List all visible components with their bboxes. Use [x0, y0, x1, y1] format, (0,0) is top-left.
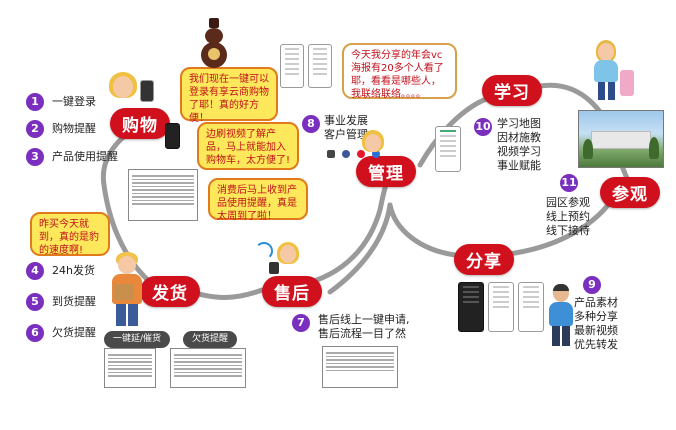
step-badge-6: 6 — [26, 324, 44, 342]
step-label-1: 一键登录 — [52, 95, 96, 108]
step-badge-10: 10 — [474, 118, 492, 136]
stage-learning: 学习 — [482, 75, 542, 106]
step-badge-4: 4 — [26, 262, 44, 280]
phone-learning — [435, 126, 461, 172]
phone-login-screenshot — [140, 80, 154, 102]
stage-shipping: 发货 — [140, 276, 200, 307]
campus-photo — [578, 110, 664, 168]
social-icons — [327, 143, 381, 162]
step-badge-8: 8 — [302, 115, 320, 133]
usage-reminder-doc — [128, 169, 198, 221]
weibo-icon — [357, 150, 366, 158]
step-badge-7: 7 — [292, 314, 310, 332]
shortage-message-doc — [170, 348, 246, 388]
step-label-11: 园区参观 线上预约 线下接待 — [546, 196, 590, 237]
signal-icon — [255, 242, 273, 260]
step-label-6: 欠货提醒 — [52, 326, 96, 339]
shortage-notice-doc — [104, 348, 156, 388]
step-label-8: 事业发展 客户管理 — [324, 114, 368, 141]
step-badge-1: 1 — [26, 93, 44, 111]
visitor-woman-figure — [590, 40, 636, 100]
urge-shipment-button[interactable]: 一键延/催货 — [104, 331, 171, 348]
suitcase-icon — [620, 70, 634, 96]
step-label-4: 24h发货 — [52, 264, 95, 277]
phone-share-2 — [488, 282, 514, 332]
shortage-reminder-button[interactable]: 欠货提醒 — [183, 331, 238, 348]
stage-shopping: 购物 — [110, 108, 170, 139]
aftersale-screenshot — [322, 346, 398, 388]
phone-share-3 — [518, 282, 544, 332]
phone-share-1 — [458, 282, 484, 332]
delivery-man-figure — [108, 252, 148, 328]
step-badge-11: 11 — [560, 174, 578, 192]
stage-management: 管理 — [356, 156, 416, 187]
step-label-10: 学习地图 因材施教 视频学习 事业赋能 — [497, 117, 541, 172]
step-label-9: 产品素材 多种分享 最新视频 优先转发 — [574, 296, 618, 351]
stage-share: 分享 — [454, 244, 514, 275]
aftersale-woman-figure — [255, 240, 305, 276]
bubble-reminder: 边刷视频了解产品，马上就能加入购物车，太方便了! — [197, 122, 299, 170]
manager-woman-figure — [362, 130, 386, 156]
bubble-usage: 消费后马上收到产品使用提醒，真是太周到了啦！ — [208, 178, 308, 222]
phone-video-screenshot — [165, 123, 180, 149]
step-badge-3: 3 — [26, 148, 44, 166]
bubble-login: 我们现在一键可以登录有享云商购物了耶！真的好方便！ — [180, 67, 278, 124]
shopper-woman-figure — [107, 72, 141, 108]
product-bottle-icon — [200, 18, 228, 68]
step-badge-5: 5 — [26, 293, 44, 311]
phone-mgmt-2 — [308, 44, 332, 88]
share-icon — [372, 150, 381, 158]
share-man-figure — [545, 284, 575, 348]
stage-aftersale: 售后 — [262, 276, 322, 307]
phone-mgmt-1 — [280, 44, 304, 88]
stage-visit: 参观 — [600, 177, 660, 208]
step-label-2: 购物提醒 — [52, 122, 96, 135]
facebook-icon — [342, 150, 351, 158]
step-label-7: 售后线上一键申请, 售后流程一目了然 — [318, 313, 410, 340]
bubble-annual: 今天我分享的年会vc海报有20多个人看了耶，看看是哪些人，我联络联络。。。。 — [342, 43, 457, 100]
camera-icon — [327, 150, 335, 158]
step-label-3: 产品使用提醒 — [52, 150, 118, 163]
step-badge-2: 2 — [26, 120, 44, 138]
bubble-speed: 昨买今天就到，真的是豹的速度啊! — [30, 212, 110, 256]
step-label-5: 到货提醒 — [52, 295, 96, 308]
step-badge-9: 9 — [583, 276, 601, 294]
